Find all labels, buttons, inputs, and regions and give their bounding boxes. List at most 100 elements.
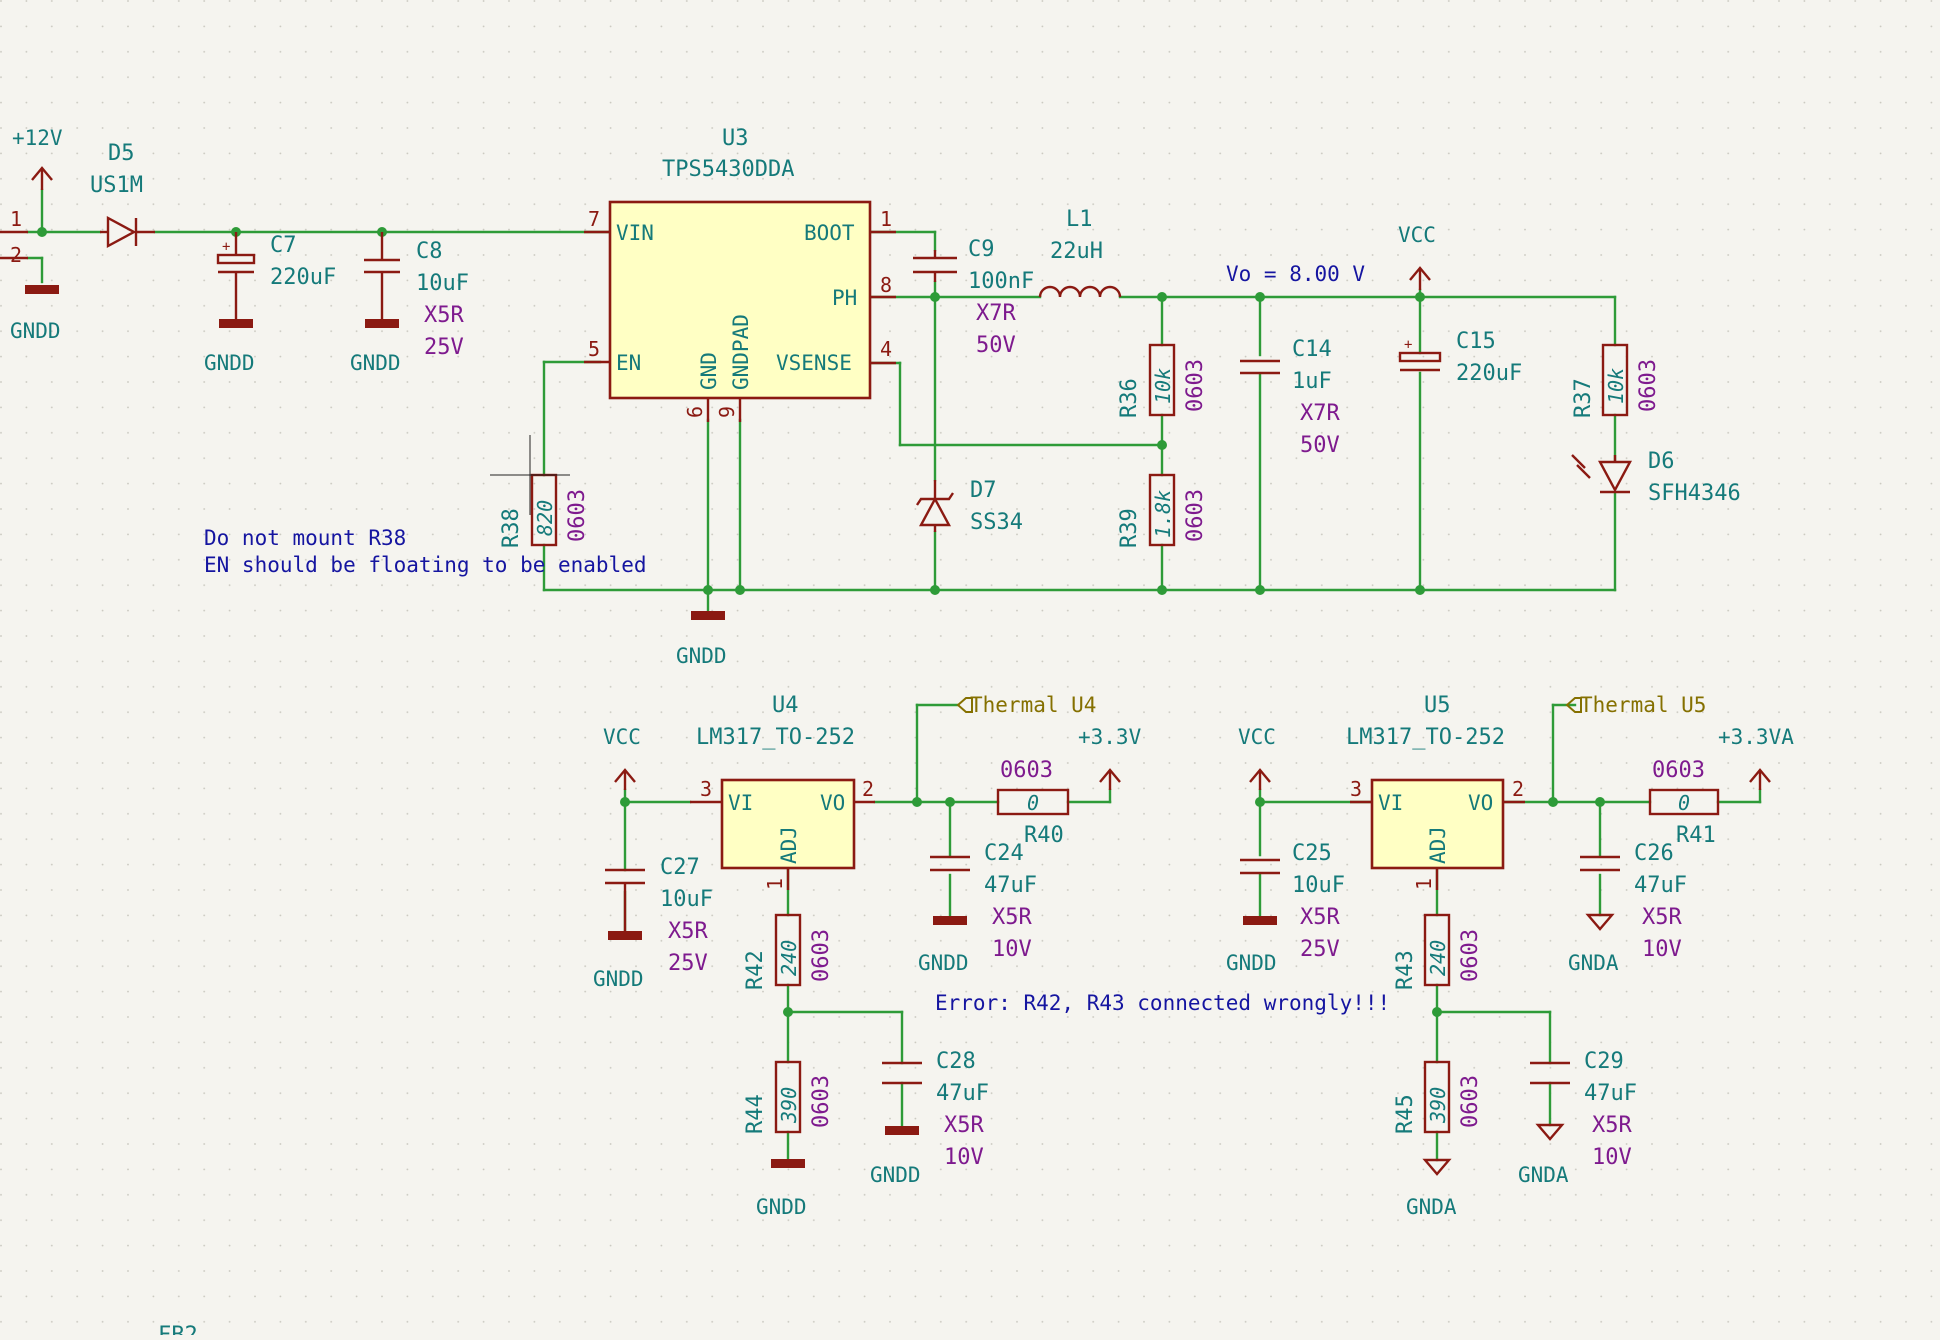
u4-pinnum-vi: 3 xyxy=(700,777,712,801)
r41-value: 0 xyxy=(1678,791,1690,815)
r42-ref: R42 xyxy=(743,950,768,990)
capacitor-c8[interactable]: C8 10uF X5R 25V GNDD xyxy=(350,232,469,375)
gndd-symbol-connector[interactable]: GNDD xyxy=(10,285,61,343)
power-symbol-vcc[interactable]: VCC xyxy=(1398,223,1436,290)
fb2-ref: FB2 xyxy=(158,1323,198,1335)
label-thermal-u4[interactable]: Thermal U4 xyxy=(956,693,1096,717)
capacitor-c15[interactable]: + C15 220uF xyxy=(1398,329,1522,386)
u3-gnd-label: GNDD xyxy=(676,644,727,668)
u3-pin-gnd: GND xyxy=(697,352,721,390)
label-thermal-u5[interactable]: Thermal U5 xyxy=(1565,693,1706,717)
inductor-l1[interactable]: L1 22uH xyxy=(1038,207,1122,298)
power-symbol-vcc-u5[interactable]: VCC xyxy=(1238,725,1276,790)
r39-ref: R39 xyxy=(1117,508,1142,548)
d6-ref: D6 xyxy=(1648,449,1675,474)
junctions xyxy=(37,227,1605,1017)
resistor-r36[interactable]: 10k R36 0603 xyxy=(1117,343,1208,418)
c24-gnd-label: GNDD xyxy=(918,951,969,975)
power-symbol-3v3[interactable]: +3.3V xyxy=(1078,725,1142,790)
c28-gnd-label: GNDD xyxy=(870,1163,921,1187)
note-r38-line1: Do not mount R38 xyxy=(204,526,406,550)
capacitor-c29[interactable]: C29 47uF X5R 10V GNDA xyxy=(1518,1049,1637,1187)
resistor-r44[interactable]: 390 R44 0603 GNDD xyxy=(743,1060,834,1219)
thermal-u4-text: Thermal U4 xyxy=(970,693,1096,717)
c27-value: 10uF xyxy=(660,887,713,912)
c28-ref: C28 xyxy=(936,1049,976,1074)
diode-d5[interactable]: D5 US1M xyxy=(90,141,155,249)
r44-package: 0603 xyxy=(809,1075,834,1128)
c14-voltage: 50V xyxy=(1300,433,1340,458)
connector-pins[interactable]: 1 2 xyxy=(0,207,28,267)
u4-pin-vi: VI xyxy=(728,791,753,815)
c25-value: 10uF xyxy=(1292,873,1345,898)
u3-pin-ph: PH xyxy=(832,286,857,310)
c26-dielectric: X5R xyxy=(1642,905,1682,930)
c7-ref: C7 xyxy=(270,233,297,258)
r45-value: 390 xyxy=(1426,1087,1450,1124)
d7-ref: D7 xyxy=(970,478,997,503)
u4-pin-vo: VO xyxy=(820,791,845,815)
ic-u4[interactable]: U4 LM317_TO-252 VI VO ADJ 3 2 1 xyxy=(690,693,875,890)
r44-value: 390 xyxy=(777,1087,801,1124)
c14-dielectric: X7R xyxy=(1300,401,1340,426)
resistor-r37[interactable]: 10k R37 0603 xyxy=(1571,343,1661,418)
r40-value: 0 xyxy=(1027,791,1039,815)
capacitor-c7[interactable]: + C7 220uF GNDD xyxy=(204,232,336,375)
capacitor-c25[interactable]: C25 10uF X5R 25V GNDD xyxy=(1226,841,1345,975)
power-symbol-3v3a[interactable]: +3.3VA xyxy=(1718,725,1794,790)
r38-value: 820 xyxy=(533,500,557,536)
diode-d7[interactable]: D7 SS34 xyxy=(916,478,1023,535)
c26-value: 47uF xyxy=(1634,873,1687,898)
r42-value: 240 xyxy=(777,940,801,976)
c8-gnd-label: GNDD xyxy=(350,351,401,375)
p33v-label: +3.3V xyxy=(1078,725,1142,749)
thermal-u5-text: Thermal U5 xyxy=(1580,693,1706,717)
r43-value: 240 xyxy=(1426,940,1450,976)
ic-u5[interactable]: U5 LM317_TO-252 VI VO ADJ 3 2 1 xyxy=(1346,693,1525,890)
c27-ref: C27 xyxy=(660,855,700,880)
capacitor-c28[interactable]: C28 47uF X5R 10V GNDD xyxy=(870,1049,989,1187)
capacitor-c14[interactable]: C14 1uF X7R 50V xyxy=(1240,337,1340,458)
power-symbol-vcc-u4[interactable]: VCC xyxy=(603,725,641,790)
u3-pinnum-en: 5 xyxy=(588,337,600,361)
c7-gnd-label: GNDD xyxy=(204,351,255,375)
led-d6[interactable]: D6 SFH4346 xyxy=(1571,449,1741,506)
c7-polarity-icon: + xyxy=(222,239,230,255)
c15-ref: C15 xyxy=(1456,329,1496,354)
vcc-label: VCC xyxy=(1398,223,1436,247)
c24-ref: C24 xyxy=(984,841,1024,866)
u3-pinnum-ph: 8 xyxy=(880,273,892,297)
capacitor-c24[interactable]: C24 47uF X5R 10V GNDD xyxy=(918,841,1037,975)
gndd-label-connector: GNDD xyxy=(10,319,61,343)
u5-pin-vi: VI xyxy=(1378,791,1403,815)
capacitor-c26[interactable]: C26 47uF X5R 10V GNDA xyxy=(1568,841,1687,975)
c9-value: 100nF xyxy=(968,269,1034,294)
u3-pin-en: EN xyxy=(616,351,641,375)
r36-value: 10k xyxy=(1151,368,1175,404)
capacitor-c27[interactable]: C27 10uF X5R 25V GNDD xyxy=(593,855,713,991)
l1-value: 22uH xyxy=(1050,239,1103,264)
u3-ref: U3 xyxy=(722,126,749,151)
resistor-r40[interactable]: 0 0603 R40 xyxy=(996,758,1070,848)
ic-u3[interactable]: U3 TPS5430DDA VIN BOOT PH EN VSENSE GND … xyxy=(584,126,896,422)
resistor-r42[interactable]: 240 R42 0603 xyxy=(743,913,834,990)
r40-ref: R40 xyxy=(1024,823,1064,848)
capacitor-c9[interactable]: C9 100nF X7R 50V xyxy=(913,237,1034,358)
r41-package: 0603 xyxy=(1652,758,1705,783)
power-symbol-12v[interactable]: +12V xyxy=(12,126,63,190)
u4-pinnum-adj: 1 xyxy=(763,878,787,890)
r45-ref: R45 xyxy=(1393,1094,1418,1134)
connector-pin-2: 2 xyxy=(10,243,22,267)
resistor-r39[interactable]: 1.8k R39 0603 xyxy=(1117,473,1208,548)
u3-pin-vin: VIN xyxy=(616,221,654,245)
u4-pinnum-vo: 2 xyxy=(862,777,874,801)
c24-voltage: 10V xyxy=(992,937,1032,962)
c15-value: 220uF xyxy=(1456,361,1522,386)
r40-package: 0603 xyxy=(1000,758,1053,783)
resistor-r41[interactable]: 0 0603 R41 xyxy=(1648,758,1720,848)
gndd-symbol-u3[interactable]: GNDD xyxy=(676,611,727,668)
resistor-r38[interactable]: 820 R38 0603 xyxy=(490,435,590,548)
resistor-r43[interactable]: 240 R43 0603 xyxy=(1393,913,1483,990)
resistor-r45[interactable]: 390 R45 0603 GNDA xyxy=(1393,1060,1483,1219)
